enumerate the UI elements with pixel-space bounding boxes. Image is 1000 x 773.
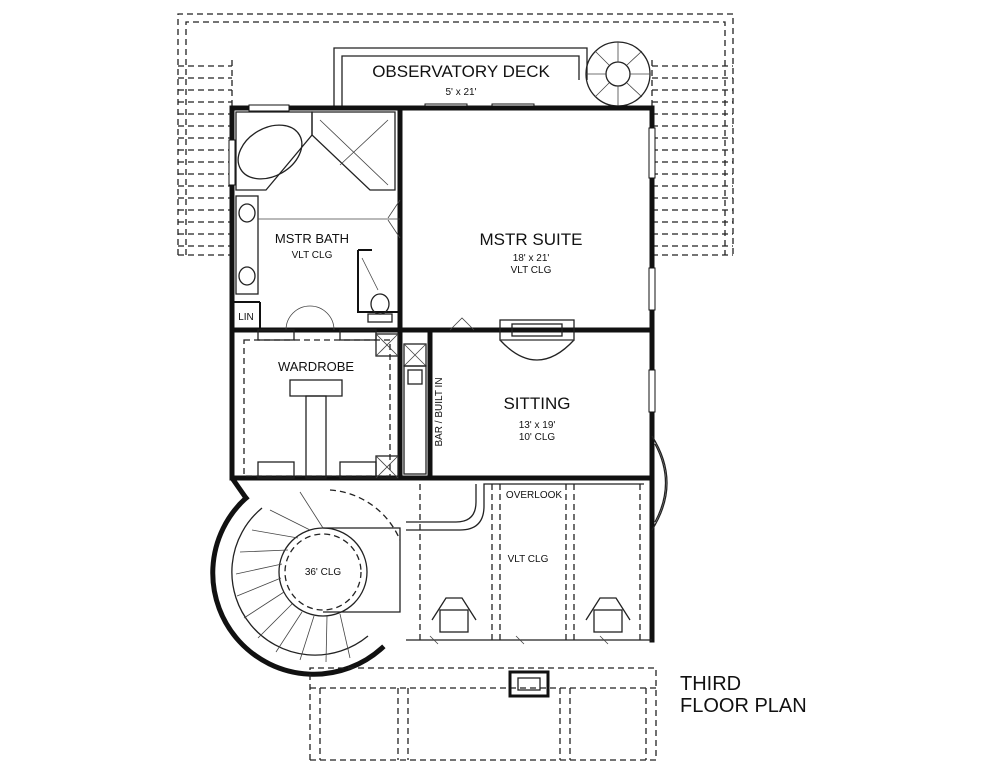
wardrobe-shelving [243,329,391,479]
deck-spiral-stair [585,41,651,107]
vanity-sinks [235,195,400,295]
mstr-bath-ceiling: VLT CLG [292,250,333,261]
sitting-label: SITTING [503,394,570,413]
bath-doors [285,199,475,331]
lower-roof [309,667,657,761]
bar-built-in-counter [403,365,427,475]
wardrobe-label: WARDROBE [278,359,354,374]
plan-title-line2: FLOOR PLAN [680,695,807,717]
chimney [508,670,550,698]
dormer-right [585,597,631,633]
sitting-size: 13' x 19' [519,420,556,431]
chase-boxes [375,333,427,479]
bay-window [651,435,668,531]
observatory-deck-label: OBSERVATORY DECK [372,62,550,81]
mstr-bath-label: MSTR BATH [275,231,349,246]
observatory-deck-size: 5' x 21' [445,87,476,98]
shower [311,111,396,191]
overlook-label: OVERLOOK [506,490,562,501]
roof-hatch-right [652,65,733,247]
mstr-suite-label: MSTR SUITE [480,230,583,249]
bar-built-in-label: BAR / BUILT IN [434,377,445,446]
dormer-left [431,597,477,633]
open-to-below [406,484,652,645]
lin-label: LIN [238,312,254,323]
mstr-suite-ceiling: VLT CLG [511,265,552,276]
stair-tower-ceiling: 36' CLG [305,567,342,578]
toilet [367,293,393,323]
spiral-stair-tower [210,489,401,677]
overlook-ceiling: VLT CLG [508,554,549,565]
mstr-suite-size: 18' x 21' [513,253,550,264]
exterior-walls [229,105,655,643]
plan-title-line1: THIRD [680,673,741,695]
sitting-ceiling: 10' CLG [519,432,556,443]
roof-hatch-left [178,65,232,247]
fireplace [499,319,575,361]
bath-tub [235,111,313,191]
overlook-railing [406,483,644,531]
windows [228,104,656,413]
